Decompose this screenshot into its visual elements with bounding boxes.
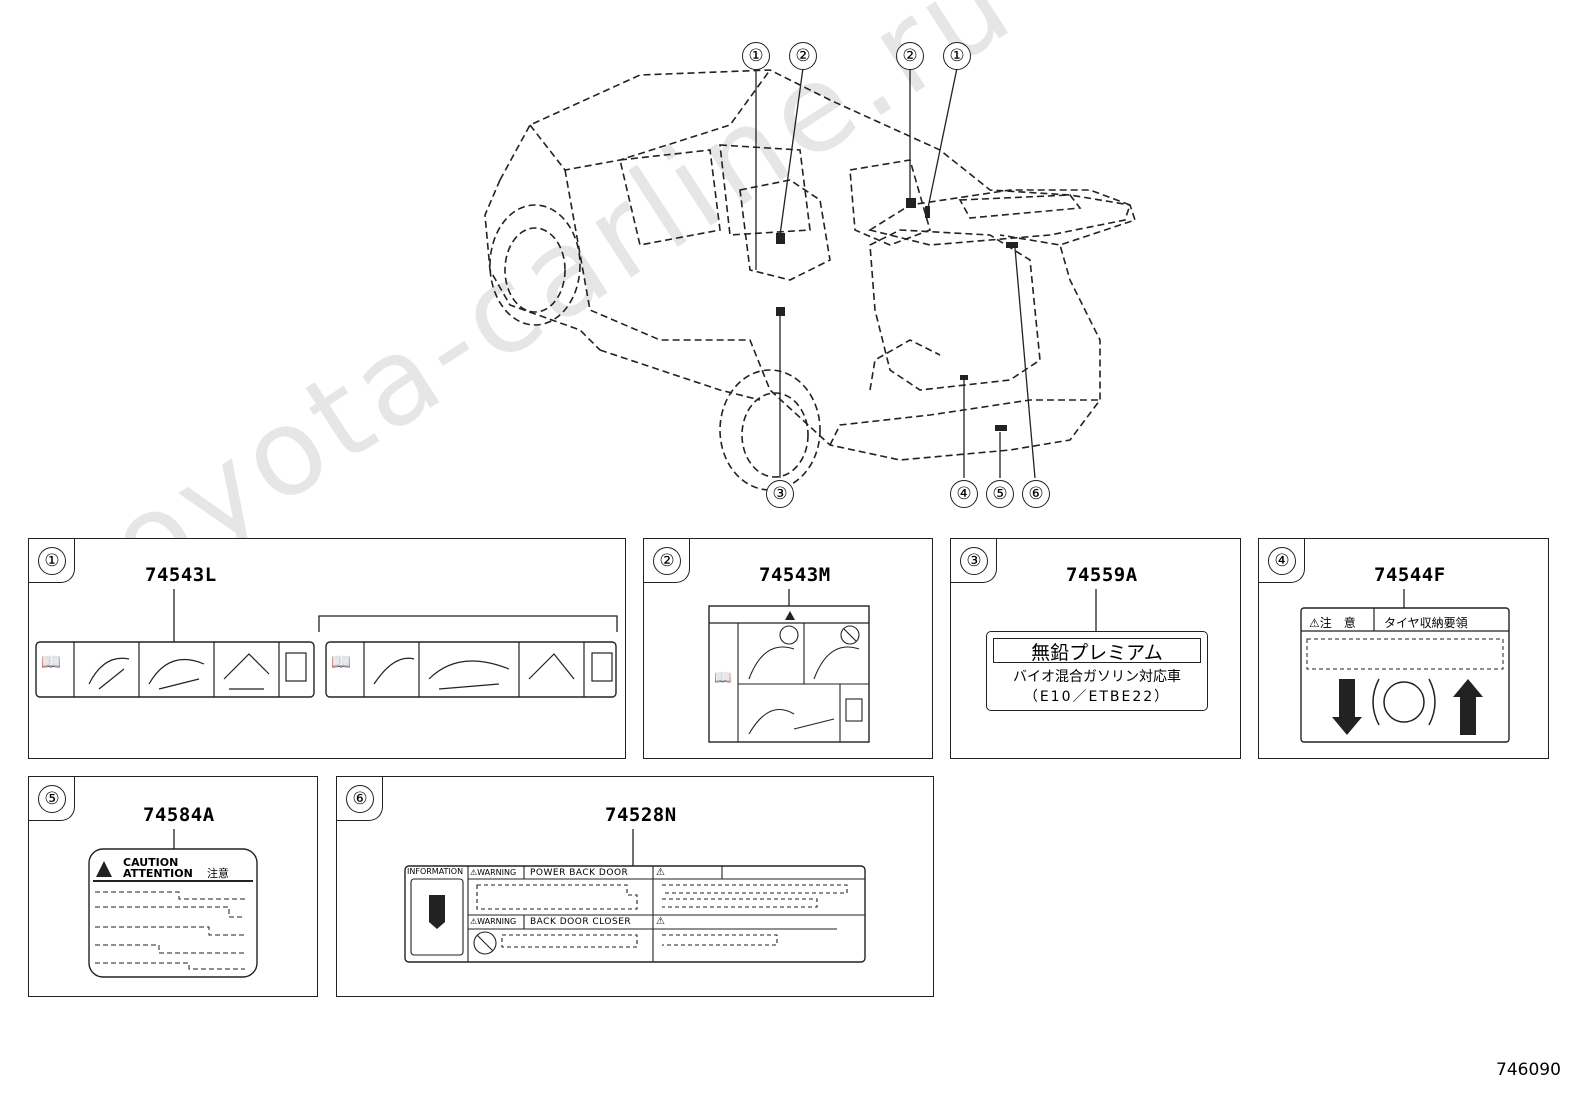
arrow-up-icon	[1453, 679, 1483, 735]
label-3-line-1: 無鉛プレミアム	[1031, 642, 1163, 664]
diagram-id: 746090	[1496, 1060, 1561, 1080]
label-74559a: 無鉛プレミアム バイオ混合ガソリン対応車 （E10／ETBE22）	[986, 631, 1208, 711]
panel-4-artwork	[1300, 589, 1510, 743]
callout-6: ⑥	[1022, 480, 1050, 508]
book-info-icon: 📖	[714, 670, 732, 686]
label-6-warning-1: ⚠WARNING	[470, 868, 517, 877]
label-6-information: INFORMATION	[407, 867, 464, 876]
panel-4: ④ 74544F ⚠注 意 タイヤ収納要領	[1258, 538, 1549, 759]
book-info-icon: 📖	[41, 652, 61, 671]
panel-2: ② 74543M 📖	[643, 538, 933, 759]
callout-3: ③	[766, 480, 794, 508]
panel-1-artwork	[35, 589, 618, 698]
panel-1: ① 74543L 📖 📖	[28, 538, 626, 759]
label-6-title-1: POWER BACK DOOR	[530, 868, 629, 878]
panel-6-number: ⑥	[346, 785, 374, 813]
panel-1-part-number: 74543L	[145, 564, 217, 586]
callout-4: ④	[950, 480, 978, 508]
label-5-attention: ATTENTION	[123, 867, 193, 880]
arrow-down-icon	[1332, 679, 1362, 735]
panel-5-part-number: 74584A	[143, 804, 215, 826]
panel-6: ⑥ 74528N INFORMATION ⚠WARNING POWER	[336, 776, 934, 997]
warning-triangle-icon: ⚠	[656, 867, 665, 878]
panel-3: ③ 74559A 無鉛プレミアム バイオ混合ガソリン対応車 （E10／ETBE2…	[950, 538, 1241, 759]
callout-2-right: ②	[896, 42, 924, 70]
panel-4-number: ④	[1268, 547, 1296, 575]
label-3-line-3: （E10／ETBE22）	[1023, 689, 1171, 705]
label-6-warning-2: ⚠WARNING	[470, 917, 517, 926]
panel-6-part-number: 74528N	[605, 804, 677, 826]
warning-triangle-icon	[96, 861, 112, 877]
panel-5: ⑤ 74584A CAUTION ATTENTION 注意	[28, 776, 318, 997]
label-6-title-2: BACK DOOR CLOSER	[530, 917, 632, 927]
panel-3-number: ③	[960, 547, 988, 575]
callout-2-left: ②	[789, 42, 817, 70]
panel-2-artwork	[708, 589, 870, 743]
label-4-header-right: タイヤ収納要領	[1384, 616, 1468, 630]
label-5-caution: CAUTION	[123, 856, 179, 869]
warning-triangle-icon: ⚠	[656, 916, 665, 927]
callout-1-right: ①	[943, 42, 971, 70]
panel-1-number: ①	[38, 547, 66, 575]
panel-5-number: ⑤	[38, 785, 66, 813]
panel-3-part-number: 74559A	[1066, 564, 1138, 586]
callout-5: ⑤	[986, 480, 1014, 508]
panel-2-number: ②	[653, 547, 681, 575]
callout-1-left: ①	[742, 42, 770, 70]
label-4-header-left: ⚠注 意	[1309, 616, 1356, 630]
label-5-jp: 注意	[207, 867, 229, 880]
panel-6-artwork	[404, 829, 866, 963]
panel-2-part-number: 74543M	[759, 564, 831, 586]
label-3-line-2: バイオ混合ガソリン対応車	[1013, 669, 1181, 685]
panel-5-artwork	[88, 829, 258, 978]
panel-4-part-number: 74544F	[1374, 564, 1446, 586]
vehicle-illustration	[484, 67, 1137, 491]
book-info-icon: 📖	[331, 652, 351, 671]
